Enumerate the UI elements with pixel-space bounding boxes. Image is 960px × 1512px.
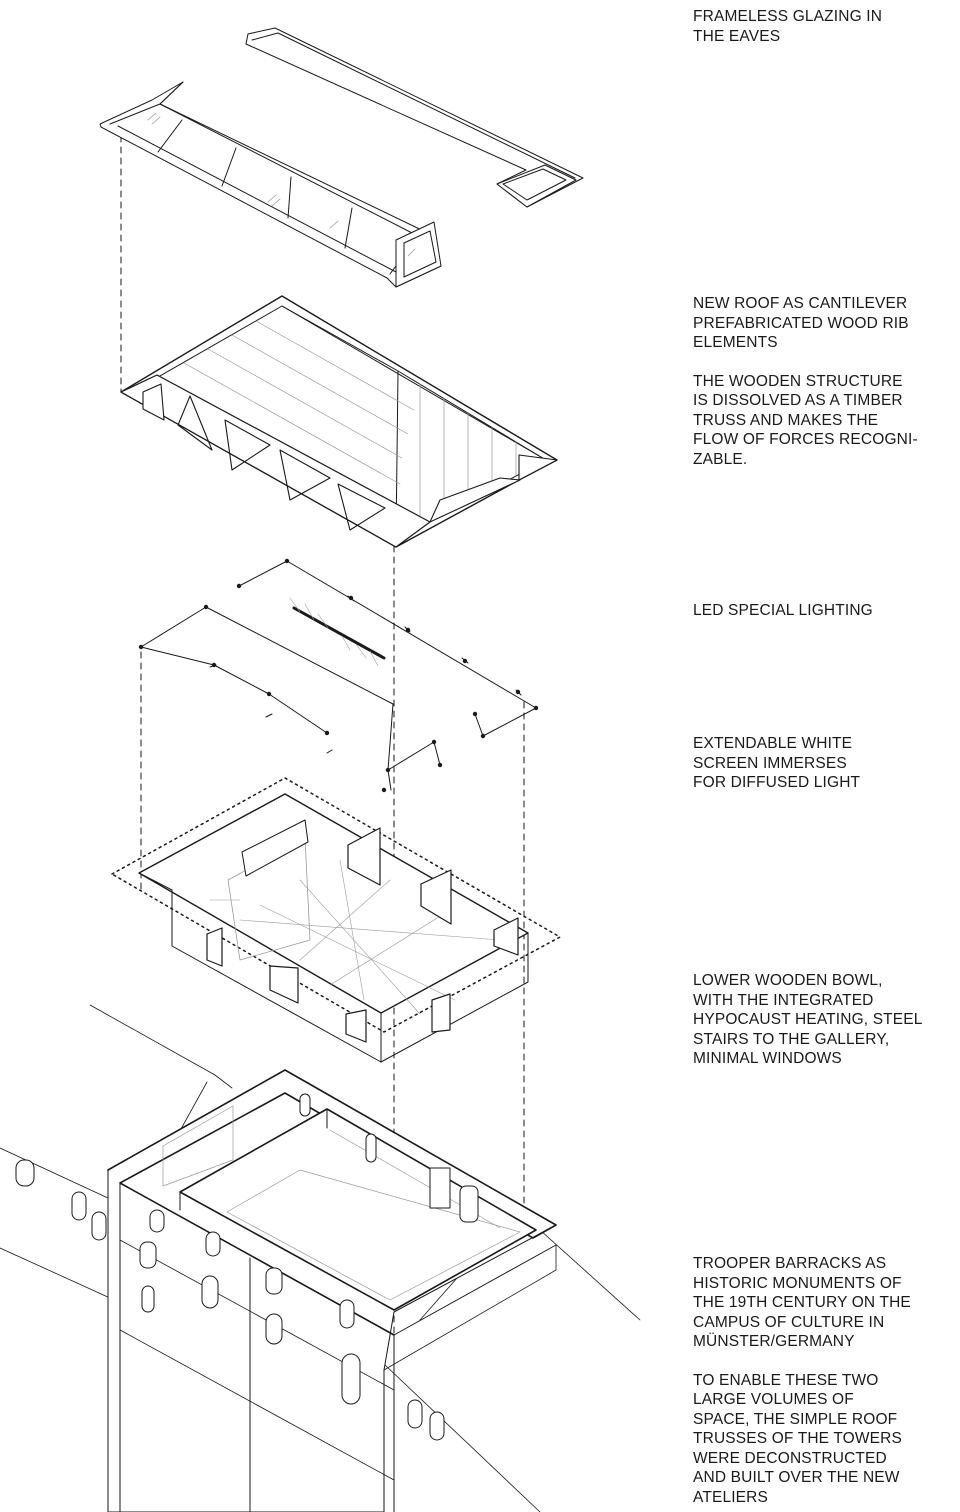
label-barracks-note-text: TO ENABLE THESE TWO LARGE VOLUMES OF SPA… <box>693 1371 902 1506</box>
roof-layer <box>120 295 558 548</box>
lighting-layer <box>138 558 539 793</box>
label-frameless-glazing: FRAMELESS GLAZING IN THE EAVES <box>693 7 955 46</box>
label-new-roof: NEW ROOF AS CANTILEVER PREFABRICATED WOO… <box>693 294 955 469</box>
label-wooden-bowl-text: LOWER WOODEN BOWL, WITH THE INTEGRATED H… <box>693 972 923 1067</box>
glazing-layer <box>99 27 584 288</box>
label-wooden-bowl: LOWER WOODEN BOWL, WITH THE INTEGRATED H… <box>693 971 955 1069</box>
label-led-lighting: LED SPECIAL LIGHTING <box>693 601 955 621</box>
barracks-layer <box>0 1004 641 1512</box>
label-led-lighting-text: LED SPECIAL LIGHTING <box>693 602 873 619</box>
label-frameless-glazing-text: FRAMELESS GLAZING IN THE EAVES <box>693 8 883 45</box>
wooden-bowl-layer <box>111 777 561 1063</box>
label-white-screen-text: EXTENDABLE WHITE SCREEN IMMERSES FOR DIF… <box>693 735 861 791</box>
label-roof-structure-text: THE WOODEN STRUCTURE IS DISSOLVED AS A T… <box>693 372 918 468</box>
label-trooper-barracks: TROOPER BARRACKS AS HISTORIC MONUMENTS O… <box>693 1254 955 1507</box>
label-trooper-barracks-text: TROOPER BARRACKS AS HISTORIC MONUMENTS O… <box>693 1255 911 1350</box>
label-white-screen: EXTENDABLE WHITE SCREEN IMMERSES FOR DIF… <box>693 734 955 793</box>
barracks-windows <box>15 1093 479 1441</box>
label-new-roof-text: NEW ROOF AS CANTILEVER PREFABRICATED WOO… <box>693 295 909 351</box>
